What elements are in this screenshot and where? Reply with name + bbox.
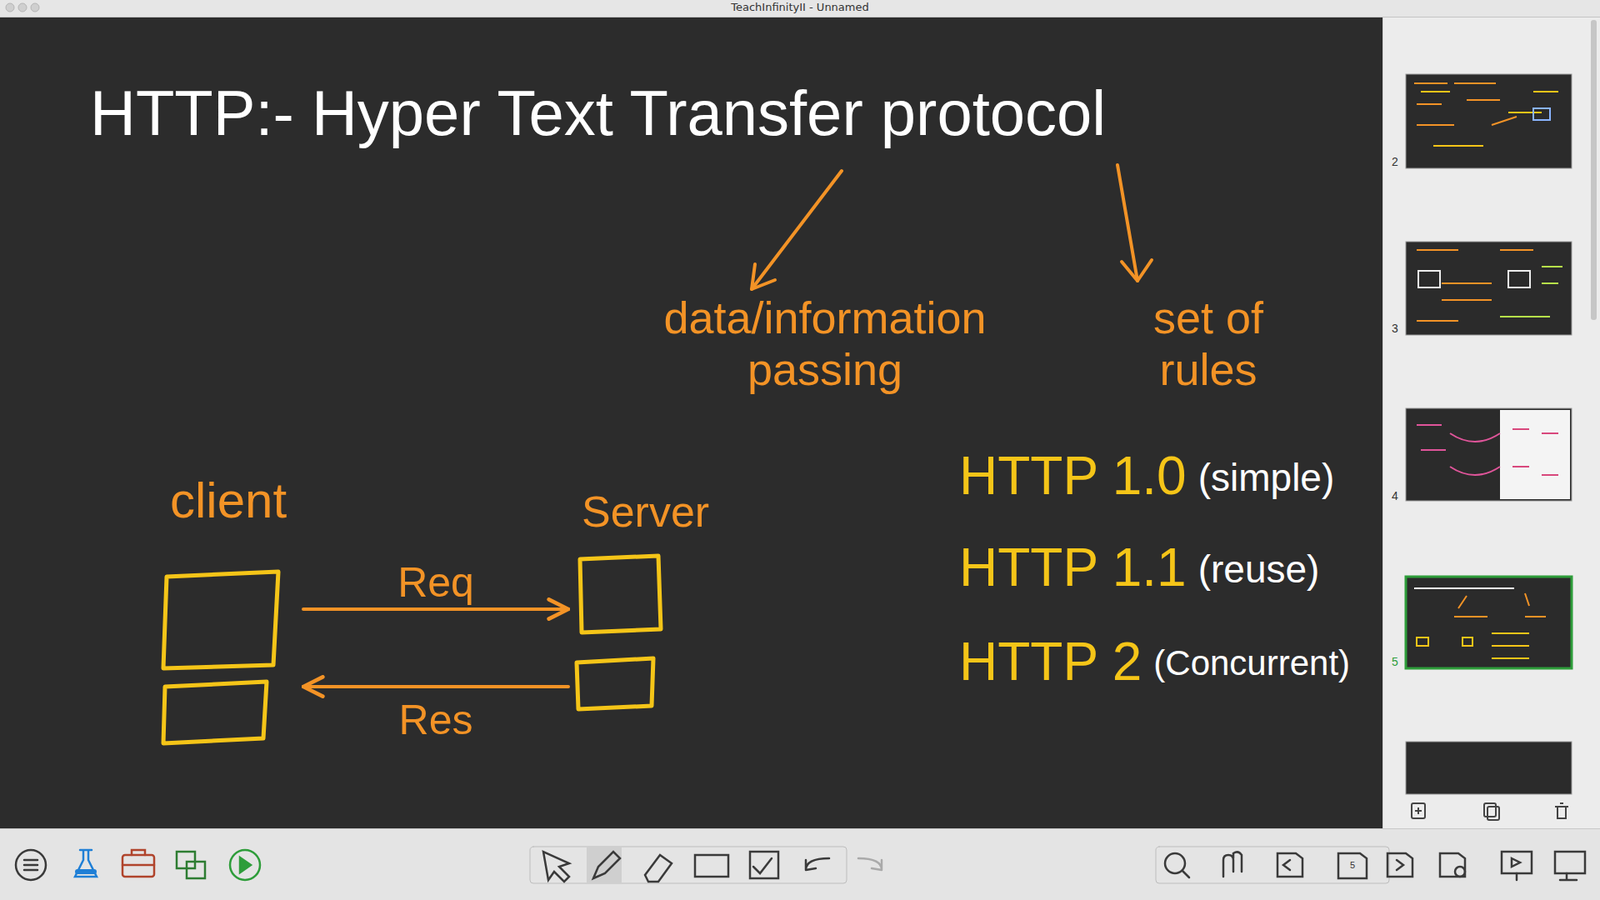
page-title: HTTP:- Hyper Text Transfer protocol — [90, 76, 1106, 150]
slide-number: 4 — [1391, 489, 1399, 503]
page-counter: 5 — [1350, 860, 1355, 871]
version-name: HTTP 1.1 — [959, 537, 1187, 600]
version-note: (Concurrent) — [1153, 643, 1350, 684]
window-title: TeachInfinityII - Unnamed — [730, 1, 869, 15]
arrow-label: Res — [395, 696, 477, 745]
sidebar-buttons — [1411, 803, 1569, 820]
version-name: HTTP 2 — [959, 631, 1142, 694]
scrollbar — [1590, 20, 1597, 320]
device-heading: client — [170, 471, 287, 530]
version-note: (simple) — [1198, 455, 1335, 500]
arrow-label: Req — [394, 559, 478, 608]
device-part — [580, 555, 661, 633]
device-part — [576, 658, 654, 710]
device-heading: Server — [581, 487, 710, 538]
version-note: (reuse) — [1198, 547, 1320, 592]
annotation-arrows — [751, 165, 1152, 290]
version-name: HTTP 1.0 — [959, 445, 1187, 508]
slide-number: 3 — [1391, 321, 1399, 335]
slide-number: 2 — [1391, 155, 1399, 169]
annotation: data/information passing — [633, 291, 1017, 395]
slide-number: 5 — [1391, 655, 1399, 669]
device-part — [163, 681, 267, 744]
server-device: Server — [575, 487, 717, 713]
annotation: set of rules — [1116, 291, 1300, 395]
client-device: client — [163, 471, 297, 747]
slide-thumbnails — [1405, 74, 1572, 795]
window-buttons — [5, 3, 40, 12]
request-arrow — [303, 685, 569, 689]
toolbar-buttons — [15, 846, 1585, 884]
device-part — [163, 571, 279, 669]
request-arrow — [303, 607, 569, 611]
